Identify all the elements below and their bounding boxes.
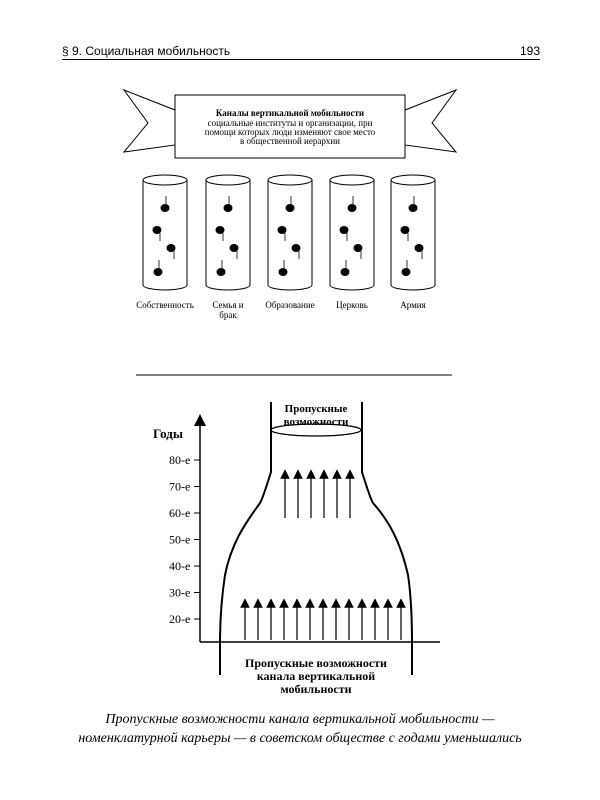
top-label-line-2: возможности [284,416,349,428]
year-tick-label: 70-е [169,480,190,494]
year-tick-label: 80-е [169,453,190,467]
top-opening [270,423,362,437]
year-tick-label: 30-е [169,586,190,600]
banner-left-tail [122,88,176,153]
year-tick-label: 20-е [169,612,190,626]
channel-label: Семья и [212,300,243,310]
channel-outline [219,402,413,675]
person-dot [215,226,225,234]
person-dot [160,204,170,212]
channel-cylinder [142,174,188,291]
person-dot [166,244,176,252]
person-dot [277,226,287,234]
caption-line-1: Пропускные возможности канала вертикальн… [105,712,495,727]
banner-right-tail [404,88,458,153]
year-tick-label: 40-е [169,559,190,573]
person-dot [408,204,418,212]
channel-label: Образование [265,300,314,310]
person-dot [340,268,350,276]
bottom-label-line-2: канала вертикальной [257,669,375,683]
axis-label: Годы [153,426,183,441]
figure-caption: Пропускные возможности канала вертикальн… [40,710,560,748]
channel-cylinder [205,174,251,291]
top-label-line-1: Пропускные [285,403,348,415]
person-dot [353,244,363,252]
channel-cylinder [329,174,375,291]
caption-line-2: номенклатурной карьеры — в советском общ… [78,731,522,746]
banner-title: Каналы вертикальной мобильности [216,108,364,118]
person-dot [291,244,301,252]
person-dot [153,268,163,276]
person-dot [339,226,349,234]
bottom-label-line-1: Пропускные возможности [245,656,387,670]
banner [122,88,458,159]
year-ticks: 80-е 70-е 60-е 50-е 40-е 30-е 20-е [169,453,200,626]
channel-label: брак [219,310,237,320]
person-dot [285,204,295,212]
banner-line-1: социальные институты и организации, при [208,118,373,128]
person-dot [414,244,424,252]
year-tick-label: 50-е [169,533,190,547]
person-dot [152,226,162,234]
channel-cylinder [267,174,313,291]
channel-label: Церковь [336,300,368,310]
person-dot [278,268,288,276]
lower-arrows [240,598,406,640]
header-rule [62,59,540,60]
person-dot [347,204,357,212]
channels-figure: Каналы вертикальной мобильности социальн… [122,88,458,320]
channel-label: Армия [400,300,426,310]
channel-label: Собственность [136,300,194,310]
channel-cylinder [390,174,436,291]
person-dot [401,268,411,276]
throughput-figure: Годы 80-е 70-е 60-е 50-е 40-е 30-е 20-е Пропус… [136,374,452,696]
banner-line-2: помощи которых люди изменяют свое место [205,127,376,137]
person-dot [400,226,410,234]
upper-arrows [280,469,355,518]
year-tick-label: 60-е [169,506,190,520]
person-dot [223,204,233,212]
person-dot [229,244,239,252]
bottom-label-line-3: мобильности [280,682,351,696]
page-number: 193 [519,44,540,58]
person-dot [216,268,226,276]
page-header: § 9. Социальная мобильность 193 [62,42,540,60]
banner-line-3: в общественной иерархии [240,136,340,146]
banner-body [174,94,406,159]
section-title: § 9. Социальная мобильность [62,44,231,58]
